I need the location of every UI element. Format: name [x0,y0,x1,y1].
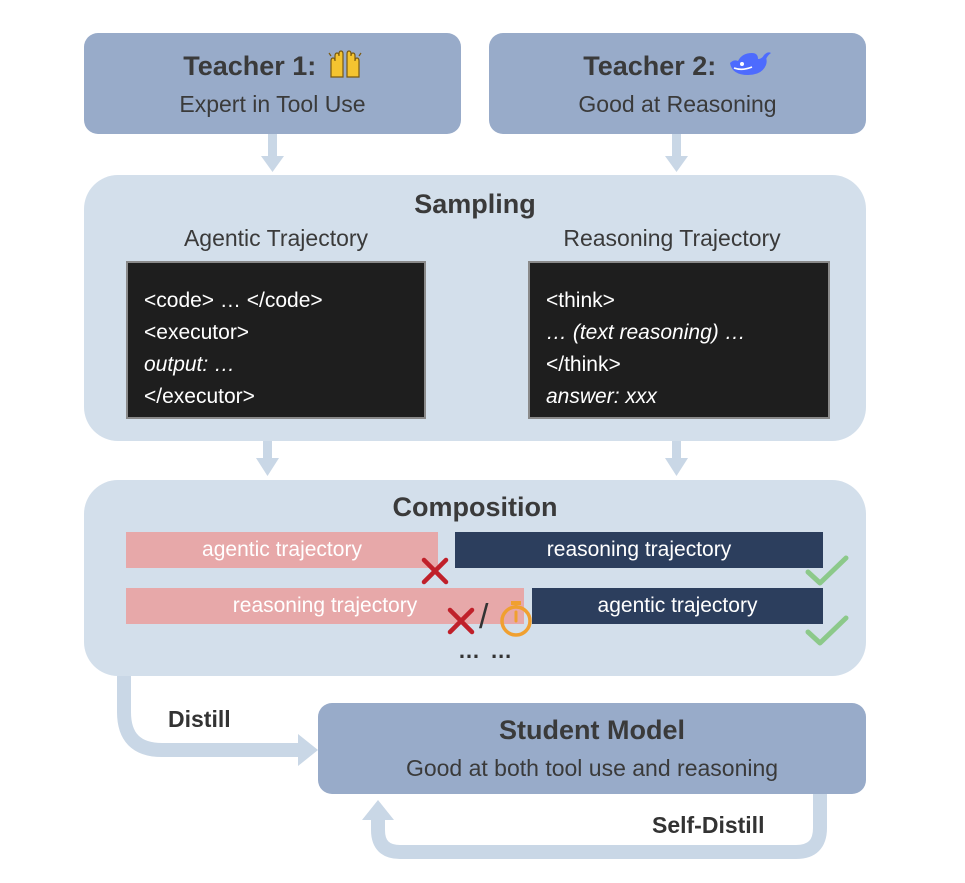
student-model-box: Student Model Good at both tool use and … [318,703,866,794]
raised-hands-icon [328,50,362,78]
student-subtitle: Good at both tool use and reasoning [405,755,779,781]
agentic-code-block: <code> … </code> <executor> output: … </… [126,261,426,419]
row2-reasoning-bar: reasoning trajectory [126,588,524,624]
distill-path [117,676,300,757]
distill-label: Distill [168,706,231,732]
cross-icon [447,607,475,635]
teacher-1-title: Teacher 1: [183,51,317,81]
code-line: output: … [144,353,236,376]
code-line: … (text reasoning) … [546,321,746,344]
arrow-sampling-to-composition-right [665,440,688,476]
code-line: </executor> [144,385,255,408]
code-line: <executor> [144,321,250,344]
composition-title: Composition [392,492,558,522]
code-line: answer: xxx [546,385,657,408]
composition-panel: Composition agentic trajectory reasoning… [84,480,866,676]
sampling-panel: Sampling Agentic Trajectory Reasoning Tr… [84,175,866,441]
stopwatch-icon [500,601,532,637]
teacher-1-subtitle: Expert in Tool Use [179,91,366,117]
teacher-2-title: Teacher 2: [583,51,717,81]
distill-arrowhead [298,734,318,766]
separator-slash: / [479,598,489,636]
cross-icon [421,557,449,585]
arrow-teacher2-to-sampling [665,134,688,172]
teacher-1-box: Teacher 1: Expert in Tool Use [84,33,461,134]
self-distill-label: Self-Distill [652,812,765,838]
student-title: Student Model [499,715,685,745]
sampling-title: Sampling [414,189,536,219]
reasoning-trajectory-label: Reasoning Trajectory [563,225,781,251]
self-distill-path [371,794,827,859]
agentic-trajectory-label: Agentic Trajectory [183,225,369,251]
arrow-sampling-to-composition-left [256,440,279,476]
self-distill-arrowhead [362,800,394,820]
arrow-teacher1-to-sampling [261,134,284,172]
code-line: <code> … </code> [144,289,323,312]
check-icon [805,615,849,646]
row2-agentic-bar: agentic trajectory [532,588,823,624]
whale-icon [729,52,771,75]
teacher-2-box: Teacher 2: Good at Reasoning [489,33,866,134]
code-line: <think> [546,289,615,312]
check-icon [805,555,849,586]
row1-reasoning-bar: reasoning trajectory [455,532,823,568]
reasoning-code-block: <think> … (text reasoning) … </think> an… [528,261,830,419]
teacher-2-subtitle: Good at Reasoning [578,91,777,117]
row1-agentic-bar: agentic trajectory [126,532,438,568]
code-line: </think> [546,353,621,376]
ellipsis: … … [458,638,515,663]
